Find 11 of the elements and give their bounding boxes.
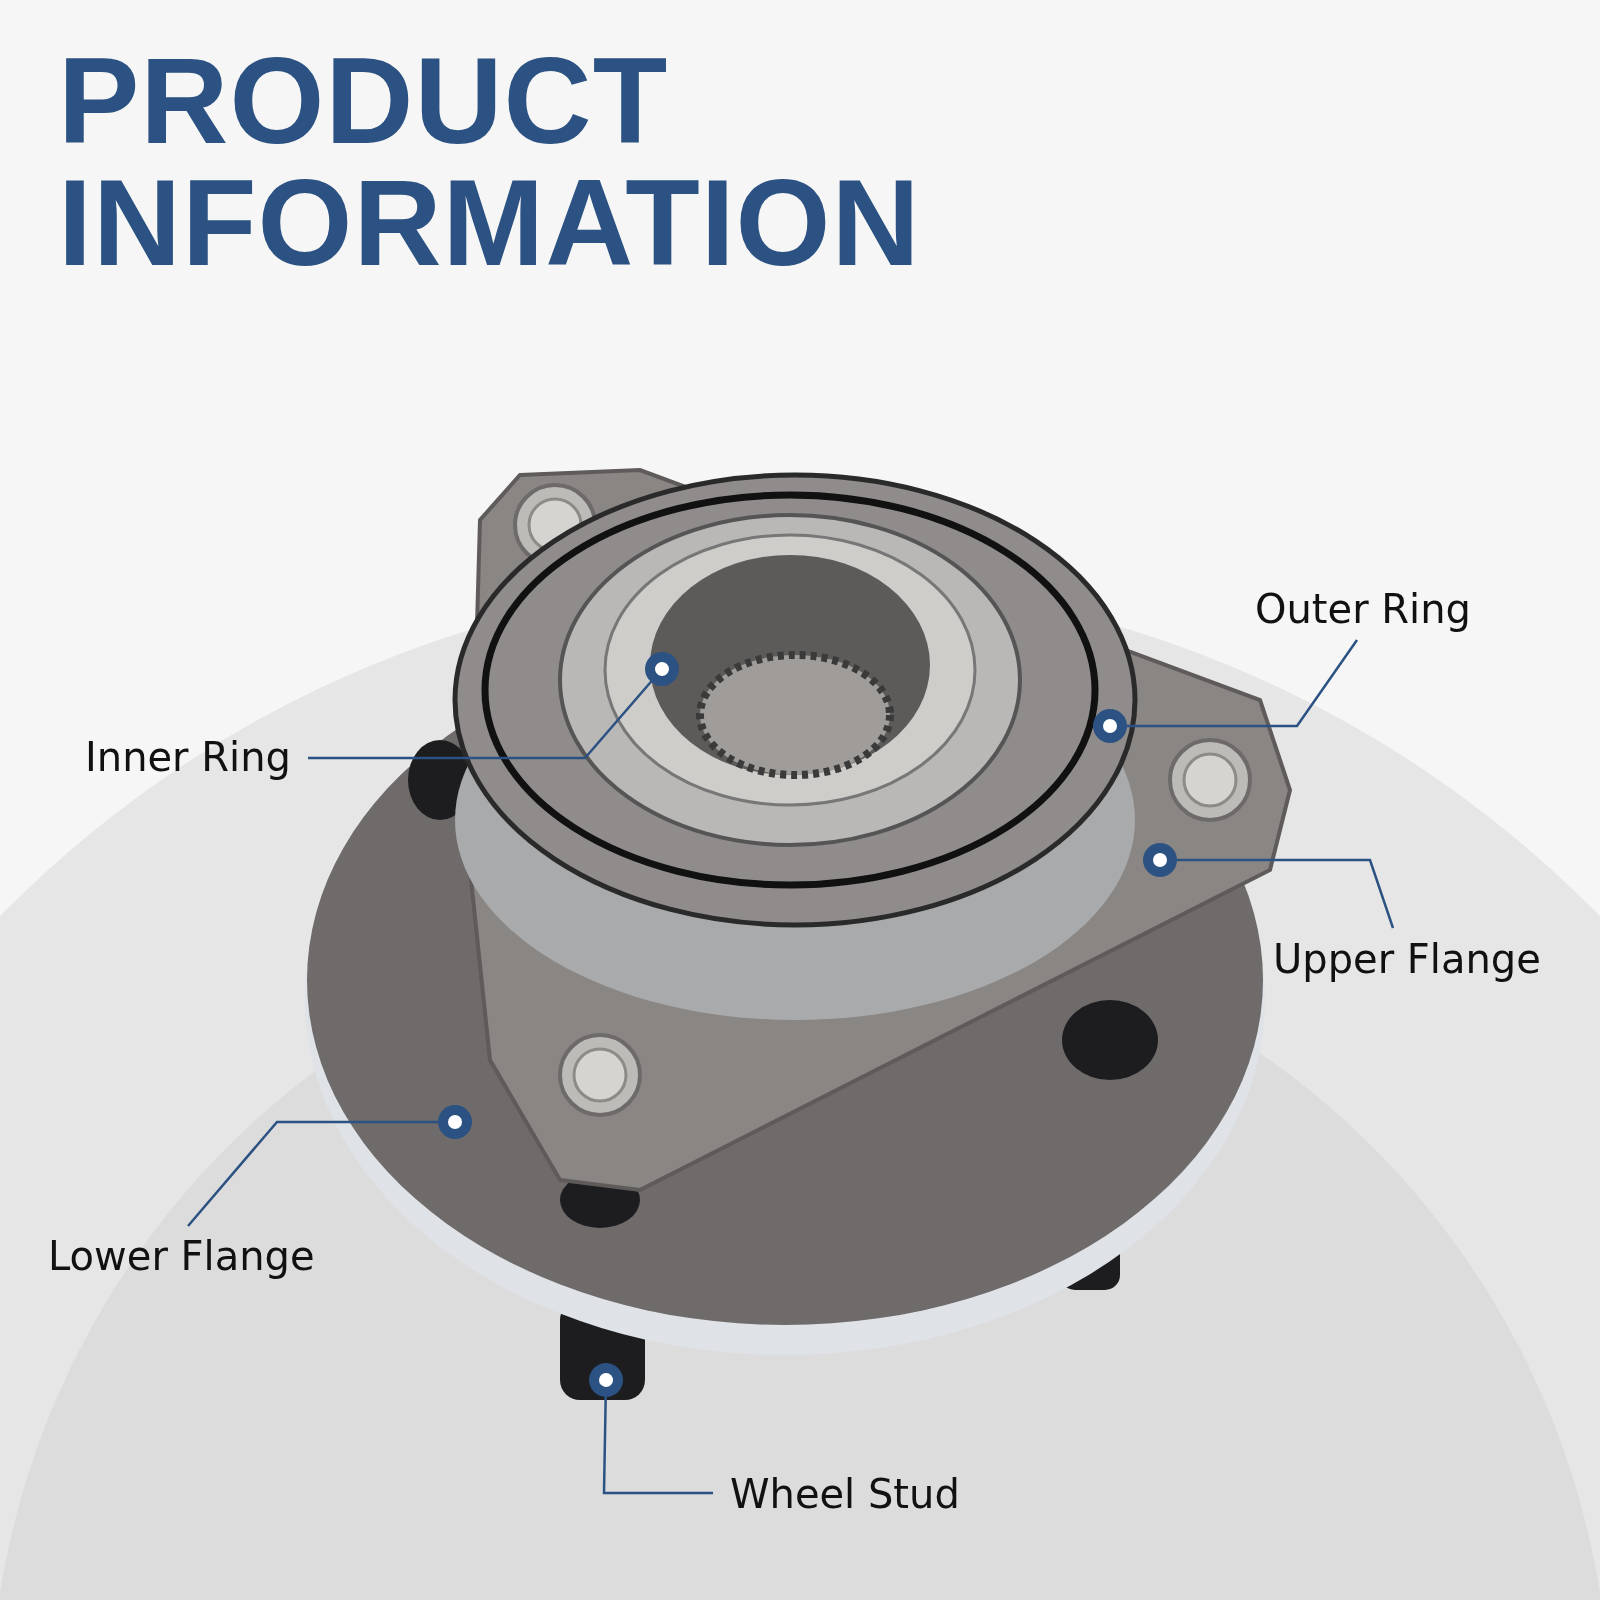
part-label: Upper Flange	[1273, 935, 1541, 983]
part-label: Outer Ring	[1255, 585, 1471, 633]
part-label: Inner Ring	[85, 733, 291, 781]
leader-line	[589, 1363, 713, 1495]
leader-line	[187, 1105, 472, 1227]
part-label: Wheel Stud	[730, 1470, 960, 1518]
leader-line	[1093, 639, 1359, 743]
leader-line	[308, 652, 679, 760]
page-title: PRODUCT INFORMATION	[58, 40, 922, 284]
leader-line	[1143, 843, 1395, 929]
part-label: Lower Flange	[48, 1232, 315, 1280]
